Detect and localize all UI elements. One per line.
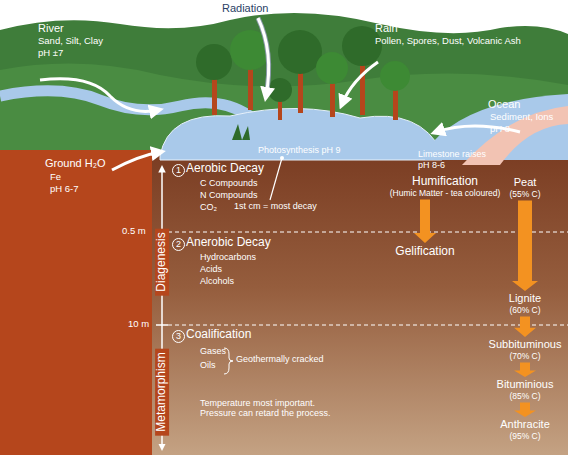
tree-canopy: [268, 78, 292, 102]
stage-detail: Acids: [200, 264, 222, 274]
source-detail: Pollen, Spores, Dust, Volcanic Ash: [375, 36, 521, 47]
depth-line: [168, 325, 568, 326]
note-text: Limestone raises: [418, 149, 486, 159]
leader-dot: [280, 156, 284, 160]
source-name: Rain: [375, 22, 398, 35]
node-detail: (60% C): [492, 305, 558, 315]
node-title: Bituminious: [465, 378, 568, 391]
callout-number: 2: [172, 238, 185, 251]
rain-arrow: [342, 62, 378, 104]
node-title: Humification: [372, 174, 518, 188]
depth-line: [168, 232, 568, 233]
node-title: Lignite: [492, 292, 558, 305]
process-arrow: [514, 362, 536, 377]
callout-number: 1: [172, 164, 185, 177]
node-title: Peat: [492, 176, 558, 189]
source-detail: Fe: [50, 172, 61, 183]
source-detail: Sediment, Ions: [490, 112, 553, 123]
process-arrow: [514, 402, 536, 417]
stage-detail: Gases: [200, 346, 226, 356]
source-detail: pH ±7: [38, 48, 63, 59]
tree-canopy: [380, 61, 410, 91]
node-title: Anthracite: [465, 418, 568, 431]
leader-line: [270, 158, 282, 200]
stage-detail: Oils: [200, 360, 216, 370]
stage-detail: C Compounds: [200, 178, 258, 188]
source-name: River: [38, 22, 64, 35]
depth-label: 10 m: [128, 319, 149, 330]
tree-canopy: [316, 52, 348, 84]
node-title: Gelification: [382, 244, 468, 258]
radiation-arrow: [258, 18, 269, 96]
stage-heading: Anerobic Decay: [186, 236, 271, 250]
note-text: Temperature most important. Pressure can…: [200, 398, 350, 419]
tree-canopy: [278, 30, 322, 74]
swamp-water: [160, 108, 442, 160]
coal-rank-node: Lignite(60% C): [492, 292, 558, 315]
process-arrow: [512, 200, 538, 291]
node-detail: (95% C): [465, 431, 568, 441]
node-detail: (Humic Matter - tea coloured): [372, 188, 518, 198]
stage-detail: Geothermally cracked: [236, 354, 324, 364]
coal-rank-node: Peat(55% C): [492, 176, 558, 199]
ground-water-column: [0, 150, 152, 455]
stage-detail: CO₂: [200, 202, 217, 212]
coal-rank-node: Subbituminous(70% C): [465, 338, 568, 361]
note-text: Photosynthesis pH 9: [258, 145, 341, 155]
stage-heading: Coalification: [186, 328, 251, 342]
node-detail: (70% C): [465, 351, 568, 361]
phase-label: Metamorphism: [155, 348, 169, 435]
source-detail: Sand, Silt, Clay: [38, 36, 103, 47]
process-node: Humification(Humic Matter - tea coloured…: [372, 174, 518, 199]
callout-number: 3: [172, 330, 185, 343]
node-detail: (55% C): [492, 189, 558, 199]
phase-label: Diagenesis: [155, 228, 169, 295]
note-text: pH 8-6: [418, 160, 445, 170]
radiation-arrow-outline: [258, 18, 269, 96]
node-title: Subbituminous: [465, 338, 568, 351]
depth-label: 0.5 m: [122, 226, 146, 237]
axis-tick: [156, 324, 168, 326]
coal-rank-node: Bituminious(85% C): [465, 378, 568, 401]
ground: [0, 150, 568, 455]
source-name: Ocean: [488, 98, 520, 111]
stage-detail: N Compounds: [200, 190, 258, 200]
source-detail: pH 6-7: [50, 184, 79, 195]
source-name: Radiation: [222, 2, 268, 15]
process-arrow: [514, 316, 536, 337]
stage-detail: Alcohols: [200, 276, 234, 286]
ground-water-arrow: [112, 152, 160, 170]
river-arrow: [40, 79, 158, 112]
coal-rank-node: Anthracite(95% C): [465, 418, 568, 441]
source-detail: pH 8: [490, 124, 510, 135]
green-hills: [0, 13, 568, 160]
node-detail: (85% C): [465, 391, 568, 401]
stage-detail: Hydrocarbons: [200, 252, 256, 262]
note-text: 1st cm = most decay: [234, 201, 317, 211]
process-node: Gelification: [382, 244, 468, 258]
process-arrow: [414, 200, 436, 243]
reeds: [232, 124, 250, 140]
source-name: Ground H₂O: [45, 157, 106, 170]
tree-canopy: [196, 44, 232, 80]
stage-heading: Aerobic Decay: [186, 162, 264, 176]
